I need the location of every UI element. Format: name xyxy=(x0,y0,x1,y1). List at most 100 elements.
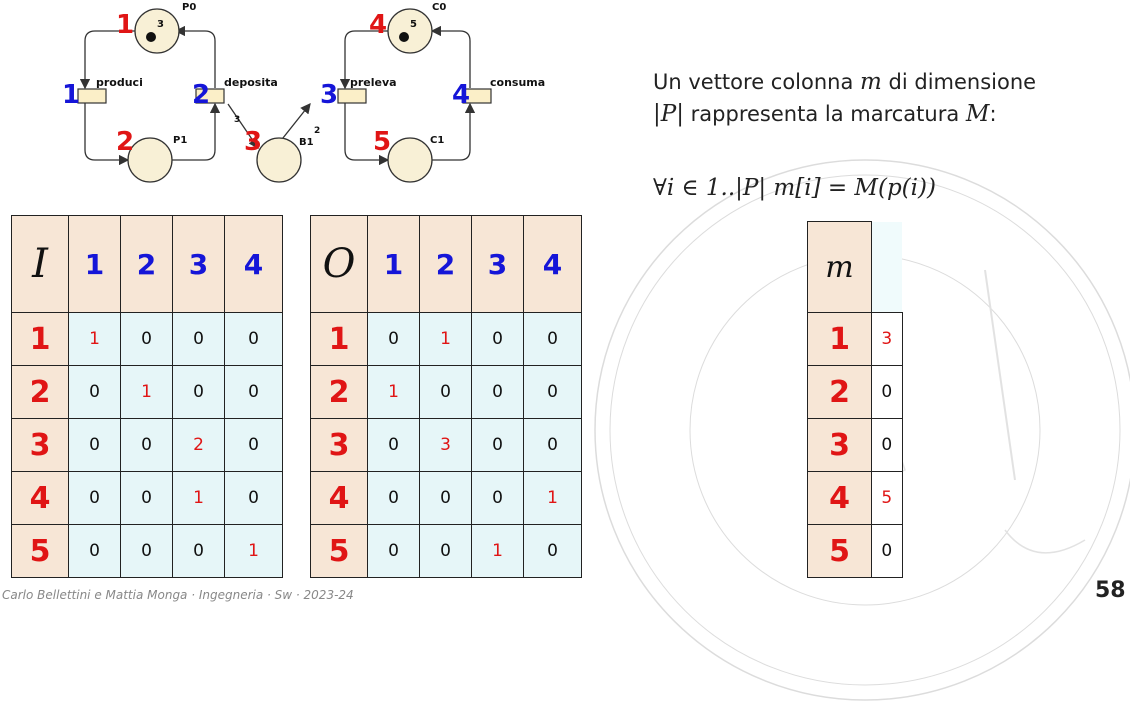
place-label-p1: P1 xyxy=(173,135,187,146)
transition-consuma xyxy=(462,88,492,104)
matrix-O-cell: 0 xyxy=(367,471,420,525)
transition-label-produci: produci xyxy=(96,76,143,89)
matrix-O-row-1-label: 1 xyxy=(310,312,368,366)
input-matrix-I: I 1 2 3 4 1 1 0 0 0 2 0 1 0 0 3 0 0 2 0 … xyxy=(11,215,283,578)
matrix-O-corner: O xyxy=(310,215,368,313)
matrix-I-row-3-label: 3 xyxy=(11,418,69,472)
arc-weight-deposita-b1: 3 xyxy=(234,115,240,125)
matrix-I-cell: 1 xyxy=(68,312,121,366)
matrix-O-cell: 0 xyxy=(523,418,582,472)
vector-m-value: 0 xyxy=(871,365,903,419)
place-label-p0: P0 xyxy=(182,2,196,13)
matrix-O-cell: 0 xyxy=(471,312,524,366)
matrix-O-row-4-label: 4 xyxy=(310,471,368,525)
marking-definition: Un vettore colonna m di dimensione |P| r… xyxy=(653,66,1036,201)
matrix-O-cell: 0 xyxy=(523,365,582,419)
matrix-I-cell: 0 xyxy=(68,471,121,525)
matrix-I-cell: 1 xyxy=(172,471,225,525)
definition-line-2: |P| rappresenta la marcatura M: xyxy=(653,98,1036,130)
matrix-O-cell: 0 xyxy=(367,524,420,578)
transition-label-deposita: deposita xyxy=(224,76,278,89)
place-number-c0: 4 xyxy=(369,10,387,40)
matrix-O-cell: 0 xyxy=(419,365,472,419)
matrix-I-col-4: 4 xyxy=(224,215,283,313)
matrix-O-cell: 0 xyxy=(471,471,524,525)
matrix-O-cell: 1 xyxy=(471,524,524,578)
marking-vector-m: m 1 3 2 0 3 0 4 5 5 0 xyxy=(807,221,903,578)
transition-deposita xyxy=(195,88,225,104)
matrix-I-cell: 0 xyxy=(172,312,225,366)
place-c0 xyxy=(387,8,433,54)
matrix-I-cell: 0 xyxy=(224,365,283,419)
matrix-I-cell: 0 xyxy=(68,418,121,472)
matrix-I-cell: 0 xyxy=(224,418,283,472)
vector-m-row-2-label: 2 xyxy=(807,365,872,419)
transition-number-deposita: 2 xyxy=(192,80,210,110)
definition-text-2b: : xyxy=(989,102,997,126)
matrix-O-col-1: 1 xyxy=(367,215,420,313)
matrix-I-row-2-label: 2 xyxy=(11,365,69,419)
matrix-I-col-3: 3 xyxy=(172,215,225,313)
matrix-O-cell: 1 xyxy=(419,312,472,366)
matrix-I-col-2: 2 xyxy=(120,215,173,313)
matrix-O-cell: 0 xyxy=(523,524,582,578)
transition-label-consuma: consuma xyxy=(490,76,545,89)
vector-m-header-blank xyxy=(871,221,902,313)
transition-number-consuma: 4 xyxy=(452,80,470,110)
matrix-I-cell: 0 xyxy=(224,471,283,525)
place-label-b1: B1 xyxy=(299,137,314,148)
matrix-I-cell: 1 xyxy=(120,365,173,419)
place-number-p0: 1 xyxy=(116,10,134,40)
vector-m-row-4-label: 4 xyxy=(807,471,872,525)
matrix-O-cell: 0 xyxy=(471,365,524,419)
place-label-c1: C1 xyxy=(430,135,444,146)
output-matrix-O: O 1 2 3 4 1 0 1 0 0 2 1 0 0 0 3 0 3 0 0 … xyxy=(310,215,582,578)
matrix-O-cell: 0 xyxy=(419,471,472,525)
arc-weight-b1-preleva: 2 xyxy=(314,126,320,136)
matrix-O-row-3-label: 3 xyxy=(310,418,368,472)
definition-text-2a: rappresenta la marcatura xyxy=(683,102,966,126)
matrix-I-row-5-label: 5 xyxy=(11,524,69,578)
place-c1 xyxy=(387,137,433,183)
matrix-I-cell: 1 xyxy=(224,524,283,578)
matrix-O-cell: 0 xyxy=(523,312,582,366)
matrix-I-row-1-label: 1 xyxy=(11,312,69,366)
page-number: 58 xyxy=(1095,578,1126,603)
matrix-I-cell: 0 xyxy=(120,312,173,366)
definition-text-1a: Un vettore colonna xyxy=(653,70,861,94)
matrix-I-cell: 2 xyxy=(172,418,225,472)
vector-m-value: 5 xyxy=(871,471,903,525)
transition-number-produci: 1 xyxy=(62,80,80,110)
matrix-I-cell: 0 xyxy=(120,418,173,472)
matrix-O-col-3: 3 xyxy=(471,215,524,313)
matrix-I-cell: 0 xyxy=(120,471,173,525)
vector-m-value: 0 xyxy=(871,418,903,472)
matrix-O-cell: 1 xyxy=(523,471,582,525)
vector-m-value: 0 xyxy=(871,524,903,578)
slide-footer: Carlo Bellettini e Mattia Monga · Ingegn… xyxy=(2,588,354,602)
transition-produci xyxy=(77,88,107,104)
math-var-m: m xyxy=(860,69,882,95)
transition-label-preleva: preleva xyxy=(350,76,397,89)
matrix-O-cell: 0 xyxy=(367,418,420,472)
matrix-O-row-5-label: 5 xyxy=(310,524,368,578)
place-b1 xyxy=(256,137,302,183)
matrix-O-cell: 1 xyxy=(367,365,420,419)
matrix-O-col-4: 4 xyxy=(523,215,582,313)
token-count-p0: 3 xyxy=(157,19,164,30)
matrix-O-row-2-label: 2 xyxy=(310,365,368,419)
petri-net-diagram: 3 P0 1 P1 2 B1 3 5 C0 4 C1 5 produci 1 d… xyxy=(62,2,545,183)
matrix-I-cell: 0 xyxy=(120,524,173,578)
definition-line-1: Un vettore colonna m di dimensione xyxy=(653,66,1036,98)
place-p0 xyxy=(134,8,180,54)
matrix-O-cell: 0 xyxy=(367,312,420,366)
definition-text-1b: di dimensione xyxy=(881,70,1037,94)
math-var-M: M xyxy=(965,101,990,127)
token-count-c0: 5 xyxy=(410,19,417,30)
matrix-I-corner: I xyxy=(11,215,69,313)
matrix-O-col-2: 2 xyxy=(419,215,472,313)
matrix-O-cell: 3 xyxy=(419,418,472,472)
transition-number-preleva: 3 xyxy=(320,80,338,110)
matrix-I-cell: 0 xyxy=(68,365,121,419)
place-p1 xyxy=(127,137,173,183)
